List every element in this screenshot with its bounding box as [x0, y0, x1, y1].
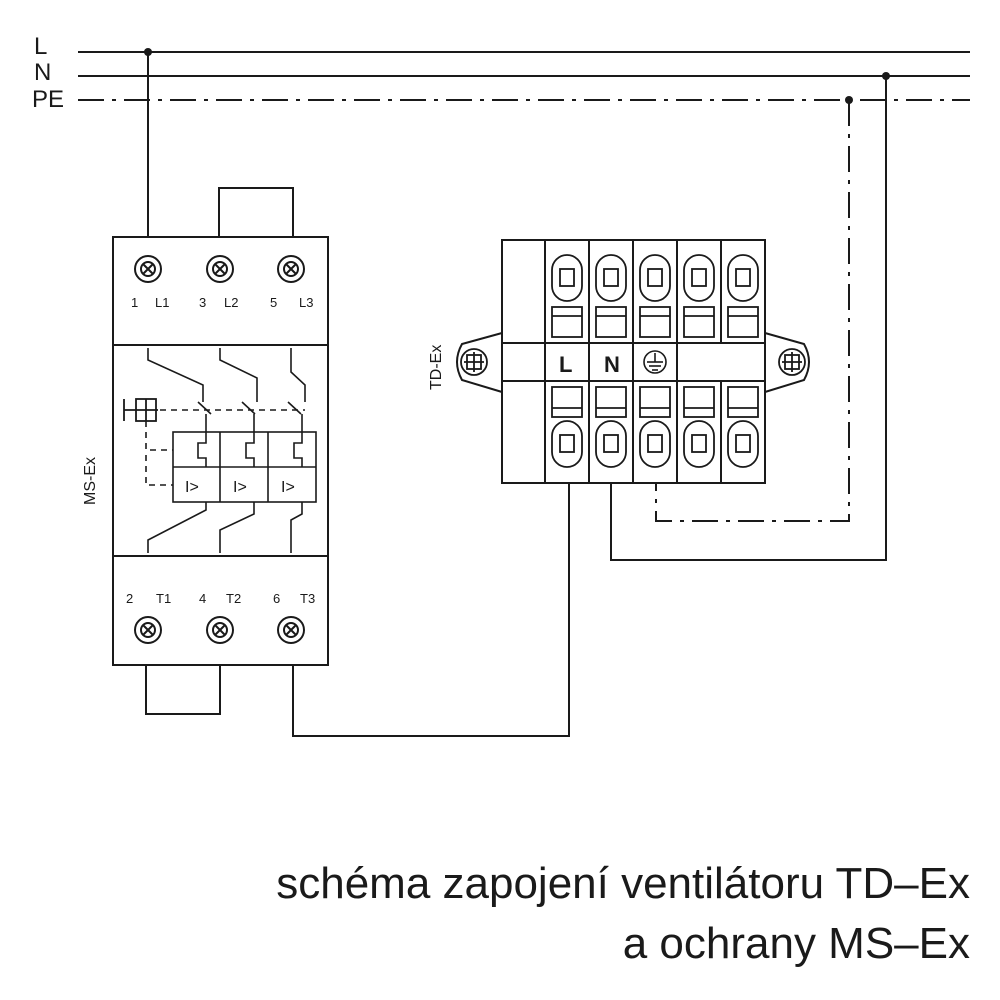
wire-n-to-td — [610, 76, 887, 561]
ms-terminal-name-l1: L1 — [155, 295, 169, 310]
ms-terminal-name-l3: L3 — [299, 295, 313, 310]
mount-screw-left-icon — [460, 348, 488, 376]
ms-terminal-num-4: 4 — [199, 591, 206, 606]
ms-terminal-name-t1: T1 — [156, 591, 171, 606]
junction-l — [144, 48, 152, 56]
junction-pe — [845, 96, 853, 104]
switch-poles — [147, 348, 306, 415]
din-clip-bottom — [145, 663, 221, 715]
trip-symbol-3: I> — [281, 479, 295, 496]
td-ex-label-l: L — [559, 352, 572, 377]
screw-terminal-2 — [134, 616, 162, 644]
ms-terminal-num-1: 1 — [131, 295, 138, 310]
din-clip-top — [218, 187, 294, 239]
td-ex-label: TD-Ex — [428, 345, 445, 390]
wire-t3-to-td-l — [292, 444, 570, 737]
junction-n — [882, 72, 890, 80]
trip-symbol-2: I> — [233, 479, 247, 496]
ms-terminal-name-t2: T2 — [226, 591, 241, 606]
td-ex-label-n: N — [604, 352, 620, 377]
screw-terminal-5 — [277, 255, 305, 283]
ms-terminal-name-t3: T3 — [300, 591, 315, 606]
ms-ex-device — [112, 187, 329, 715]
ms-terminal-name-l2: L2 — [224, 295, 238, 310]
earth-icon — [643, 350, 667, 374]
bus-pe-label: PE — [32, 86, 64, 113]
ms-terminal-num-6: 6 — [273, 591, 280, 606]
ms-terminal-num-3: 3 — [199, 295, 206, 310]
ms-ex-label: MS-Ex — [82, 457, 99, 505]
ms-terminal-num-5: 5 — [270, 295, 277, 310]
screw-terminal-6 — [277, 616, 305, 644]
trip-symbol-1: I> — [185, 479, 199, 496]
mount-screw-right-icon — [778, 348, 806, 376]
lower-clamps — [551, 386, 759, 468]
bus-n-label: N — [34, 59, 51, 86]
screw-terminal-3 — [206, 255, 234, 283]
screw-terminal-4 — [206, 616, 234, 644]
td-ex-terminal-block — [456, 239, 810, 484]
upper-clamps — [551, 254, 759, 338]
output-leads — [147, 502, 303, 553]
caption-line-2: a ochrany MS–Ex — [622, 919, 970, 968]
caption-line-1: schéma zapojení ventilátoru TD–Ex — [276, 859, 970, 908]
mechanical-linkage — [145, 409, 305, 486]
trip-units — [172, 414, 317, 503]
ms-terminal-num-2: 2 — [126, 591, 133, 606]
bus-l-label: L — [34, 33, 47, 60]
screw-terminal-1 — [134, 255, 162, 283]
